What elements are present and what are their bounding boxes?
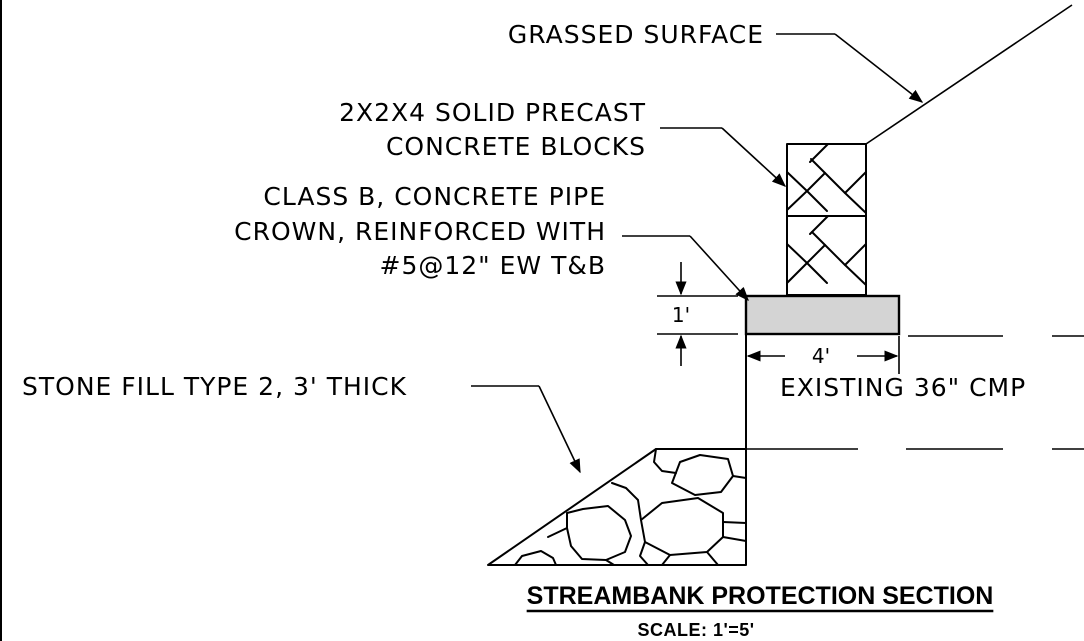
dimension-height-label: 1' bbox=[672, 303, 690, 327]
dimension-width bbox=[746, 336, 900, 374]
label-crown-line3: #5@12" EW T&B bbox=[380, 251, 607, 280]
label-grassed-surface: GRASSED SURFACE bbox=[508, 20, 764, 49]
stone-fill-wedge bbox=[487, 448, 747, 566]
scale-label: SCALE: 1'=5' bbox=[637, 620, 754, 640]
label-blocks-line2: CONCRETE BLOCKS bbox=[386, 132, 646, 161]
dimension-width-label: 4' bbox=[812, 344, 830, 368]
existing-pipe-lines bbox=[745, 333, 1084, 450]
label-blocks-line1: 2X2X4 SOLID PRECAST bbox=[339, 98, 646, 127]
leader-precast-blocks bbox=[660, 127, 787, 187]
dimension-height bbox=[657, 262, 738, 366]
label-stone-fill: STONE FILL TYPE 2, 3' THICK bbox=[22, 372, 407, 401]
leader-stone-fill bbox=[471, 385, 581, 474]
leader-grassed-surface bbox=[776, 4, 1073, 145]
section-title: STREAMBANK PROTECTION SECTION bbox=[527, 582, 994, 610]
label-crown-line2: CROWN, REINFORCED WITH bbox=[234, 217, 606, 246]
concrete-pipe-crown bbox=[744, 294, 901, 336]
label-existing-pipe: EXISTING 36" CMP bbox=[780, 373, 1026, 402]
precast-block-stack bbox=[786, 143, 867, 296]
leader-pipe-crown bbox=[622, 235, 749, 302]
label-crown-line1: CLASS B, CONCRETE PIPE bbox=[263, 182, 606, 211]
